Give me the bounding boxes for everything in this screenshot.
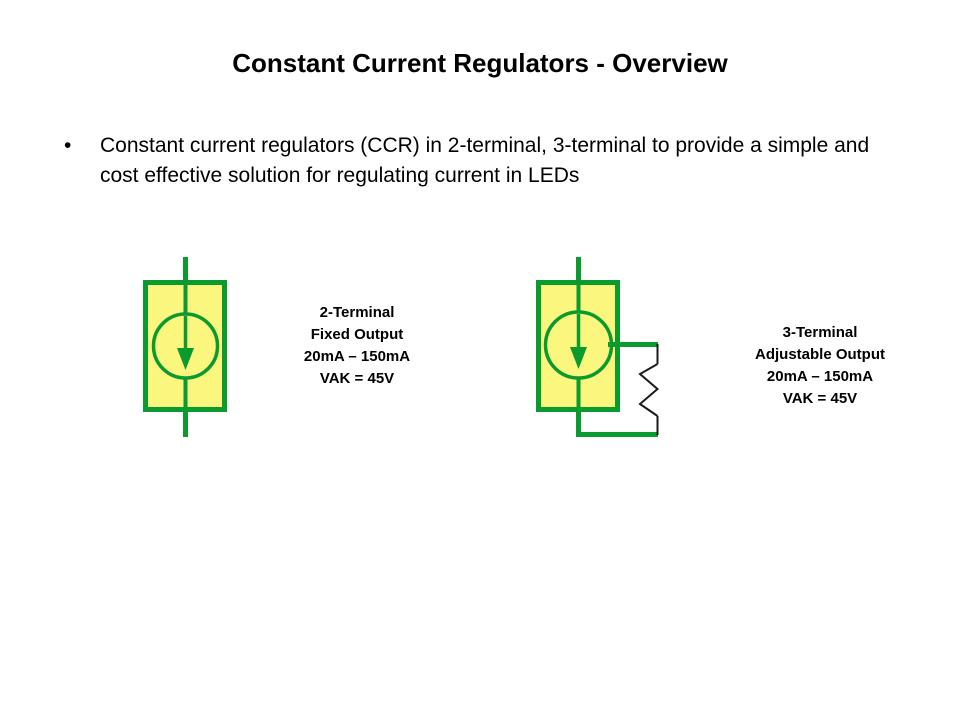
current-source-circle: [151, 312, 220, 380]
caption-line-output: Fixed Output: [310, 326, 404, 343]
resistor-zigzag: [638, 363, 660, 417]
caption-line-title: 2-Terminal: [319, 304, 395, 321]
bullet-text: Constant current regulators (CCR) in 2-t…: [100, 134, 870, 187]
page-title: Constant Current Regulators - Overview: [232, 48, 728, 78]
caption-3-terminal: 3-Terminal Adjustable Output 20mA – 150m…: [710, 322, 930, 410]
caption-line-output: Adjustable Output: [755, 346, 885, 363]
caption-line-current-range: 20mA – 150mA: [303, 348, 411, 365]
caption-line-title: 3-Terminal: [782, 324, 858, 341]
ccr-2-terminal-symbol: [143, 257, 227, 437]
device-body: [143, 280, 227, 412]
bullet-marker-icon: •: [64, 134, 72, 157]
current-arrow-head: [570, 347, 587, 369]
current-source-circle: [543, 310, 614, 380]
ccr-3-terminal-symbol: [536, 257, 660, 437]
caption-line-current-range: 20mA – 150mA: [766, 368, 874, 385]
bullet-list-item: • Constant current regulators (CCR) in 2…: [60, 131, 890, 191]
device-body: [536, 280, 620, 412]
caption-line-voltage: VAK = 45V: [319, 370, 395, 387]
current-arrow-head: [177, 348, 194, 370]
cathode-lead: [576, 410, 658, 437]
caption-line-voltage: VAK = 45V: [782, 390, 858, 407]
caption-2-terminal: 2-Terminal Fixed Output 20mA – 150mA VAK…: [257, 302, 457, 390]
